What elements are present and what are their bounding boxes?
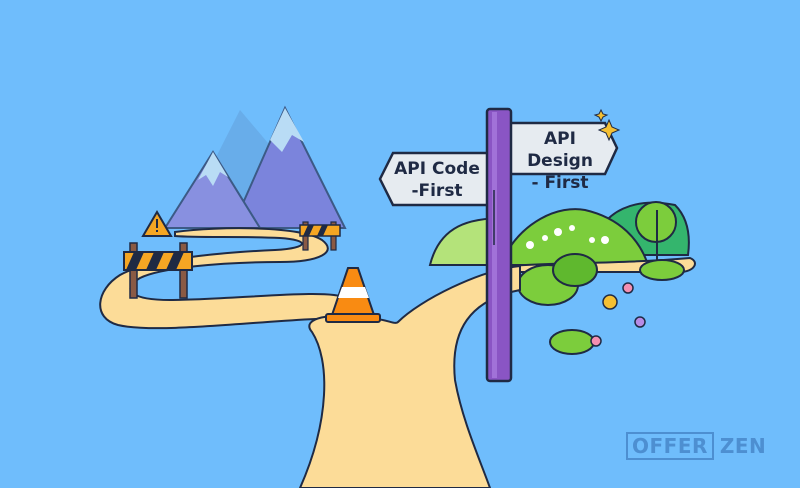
sign-right-line1: API Design	[527, 129, 593, 171]
bushes	[517, 253, 598, 355]
logo-boxed-text: OFFER	[626, 432, 714, 460]
butterflies	[590, 282, 646, 347]
signpost	[378, 107, 619, 383]
mountains	[163, 105, 347, 229]
sign-api-design-first: API Design - First	[510, 128, 610, 194]
sign-left-line2: -First	[411, 181, 463, 201]
tree	[635, 201, 685, 281]
sign-left-line1: API Code	[394, 159, 480, 179]
sign-right-line2: - First	[531, 173, 589, 193]
road-barriers	[123, 221, 341, 299]
sparkles	[593, 108, 621, 142]
offerzen-logo: OFFER ZEN	[626, 432, 766, 460]
sign-api-code-first: API Code -First	[386, 158, 488, 202]
warning-sign	[141, 210, 173, 237]
logo-text: ZEN	[719, 434, 767, 458]
traffic-cone	[325, 267, 381, 323]
